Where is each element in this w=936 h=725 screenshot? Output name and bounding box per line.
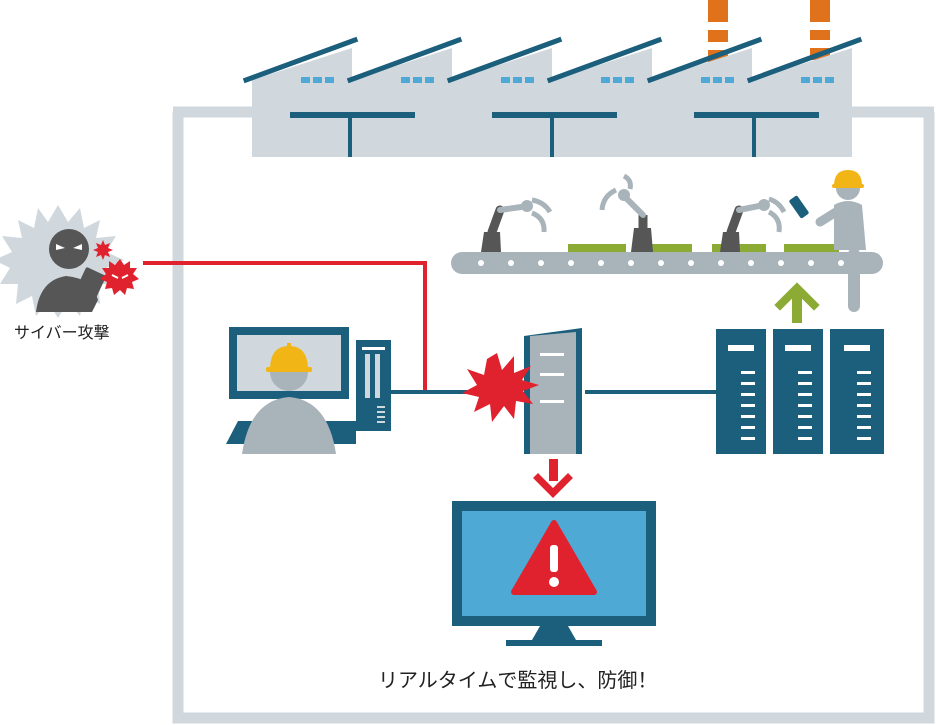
attack-line	[143, 261, 427, 392]
robot-arm-icon	[481, 197, 553, 252]
operator-icon	[242, 343, 336, 454]
factory-building	[242, 36, 863, 157]
worker-icon	[789, 170, 866, 312]
attack-label: サイバー攻撃	[14, 323, 110, 342]
factory-windows	[301, 77, 834, 83]
robot-arm-icon	[599, 173, 653, 252]
hacker-icon	[0, 205, 124, 318]
alert-burst-icon	[462, 353, 539, 422]
factory-body	[252, 48, 852, 157]
firewall-server-icon	[524, 328, 582, 454]
monitor-caption: リアルタイムで監視し、防御！	[378, 668, 658, 692]
factory-frame	[172, 112, 935, 724]
server-rack-icon	[716, 329, 766, 454]
virus-icon	[93, 240, 139, 295]
factory-roof	[242, 36, 863, 84]
pc-tower	[356, 340, 391, 431]
conveyor-products	[568, 244, 839, 252]
conveyor-belt	[451, 252, 883, 274]
arrow-down-icon	[533, 459, 573, 498]
chimney-right	[810, 0, 830, 60]
operator-workstation	[226, 327, 391, 454]
arrow-up-icon	[774, 282, 820, 323]
warning-triangle-icon	[511, 520, 597, 595]
alert-monitor	[452, 501, 656, 646]
server-rack-icon	[830, 329, 884, 454]
chimney-left	[708, 0, 728, 66]
server-rack-icon	[773, 329, 823, 454]
factory-beams	[290, 112, 819, 157]
robot-arm-icon	[720, 196, 787, 252]
